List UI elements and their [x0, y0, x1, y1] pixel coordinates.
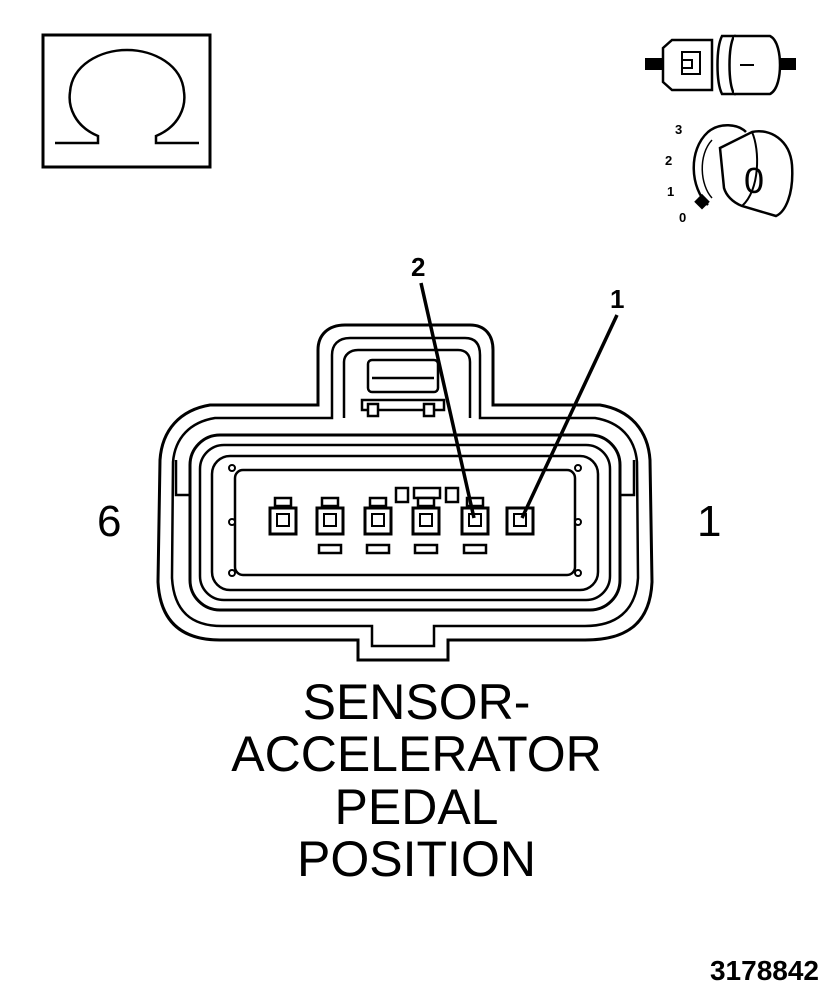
- title-line-4: POSITION: [297, 831, 536, 887]
- pin-cavity-5: [315, 496, 345, 555]
- pin-cavity-1: [505, 506, 535, 536]
- pin-cavity-4: [363, 496, 393, 555]
- leader-line-pin2: [419, 282, 476, 519]
- key-position-0: 0: [679, 210, 687, 225]
- key-position-2: 2: [665, 153, 673, 168]
- key-label: 0: [744, 160, 765, 201]
- pin-end-label-left: 6: [97, 497, 122, 546]
- key-position-1: 1: [667, 184, 675, 199]
- pin-end-label-right: 1: [697, 497, 722, 546]
- title-line-1: SENSOR-: [302, 674, 531, 730]
- title-line-3: PEDAL: [334, 779, 499, 835]
- callout-label-pin1: 1: [610, 284, 625, 314]
- callout-label-pin2: 2: [411, 252, 426, 282]
- pin-cavity-3: [411, 496, 441, 555]
- leader-line-pin1: [520, 314, 619, 519]
- key-position-3: 3: [675, 122, 683, 137]
- figure-number: 3178842: [709, 955, 819, 986]
- pin-cavity-6: [268, 496, 298, 536]
- pin-cavity-2: [460, 496, 490, 555]
- title-line-2: ACCELERATOR: [231, 726, 602, 782]
